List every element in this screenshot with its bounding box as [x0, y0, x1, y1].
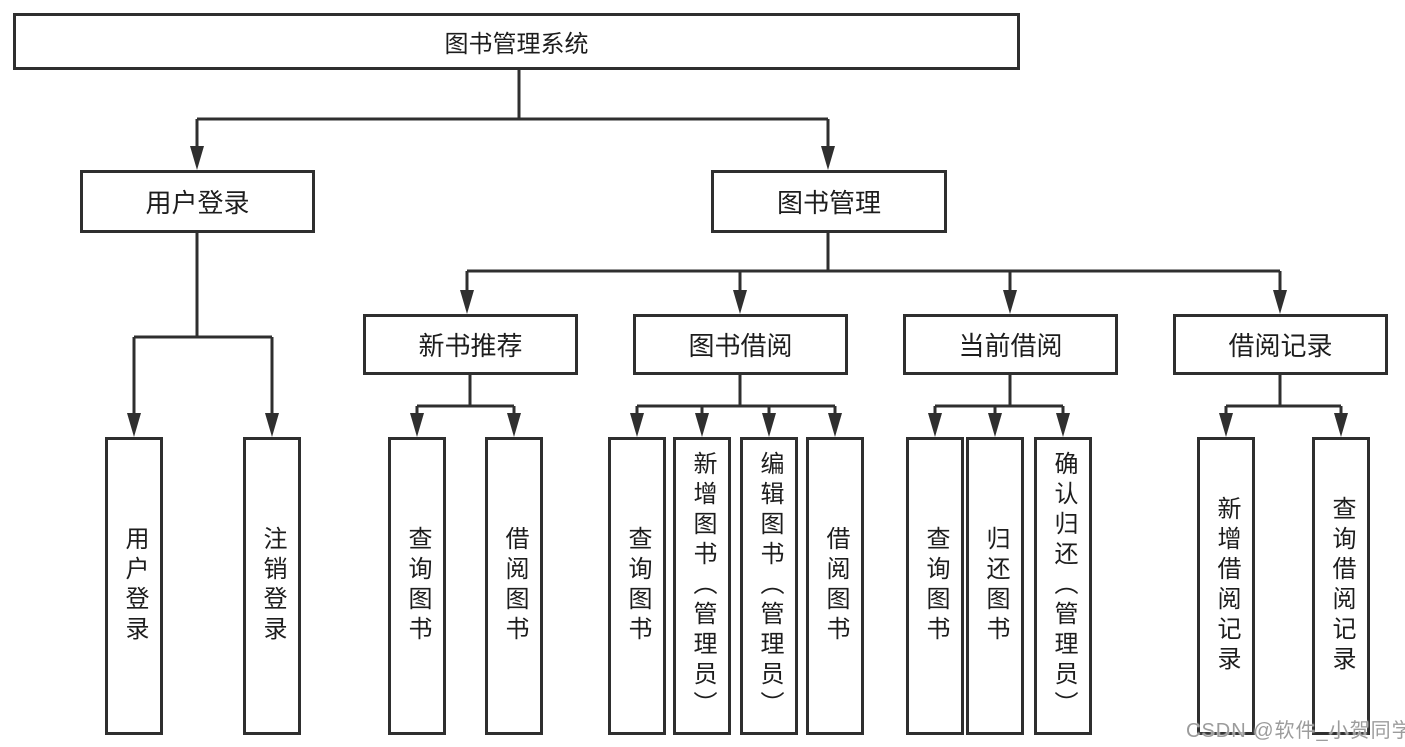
- leaf-query-books-recommend: 查询图书: [388, 437, 446, 735]
- leaf-borrow-books-recommend-label: 借阅图书: [501, 526, 528, 646]
- leaf-return-book: 归还图书: [966, 437, 1024, 735]
- node-book-management: 图书管理: [711, 170, 947, 233]
- node-root-system: 图书管理系统: [13, 13, 1020, 70]
- leaf-user-login-label: 用户登录: [121, 526, 148, 646]
- node-book-management-label: 图书管理: [776, 188, 881, 218]
- leaf-query-books-current: 查询图书: [906, 437, 964, 735]
- leaf-user-login: 用户登录: [105, 437, 163, 735]
- leaf-confirm-return-admin: 确认归还（管理员）: [1034, 437, 1092, 735]
- leaf-edit-book-admin-label: 编辑图书（管理员）: [756, 451, 783, 721]
- leaf-query-borrow-record: 查询借阅记录: [1312, 437, 1370, 735]
- node-borrow-records: 借阅记录: [1173, 314, 1388, 375]
- leaf-borrow-books: 借阅图书: [806, 437, 864, 735]
- leaf-logout-label: 注销登录: [259, 526, 286, 646]
- node-current-borrowing: 当前借阅: [903, 314, 1118, 375]
- leaf-add-borrow-record: 新增借阅记录: [1197, 437, 1255, 735]
- leaf-query-books-borrow-label: 查询图书: [624, 526, 651, 646]
- leaf-borrow-books-recommend: 借阅图书: [485, 437, 543, 735]
- node-root-system-label: 图书管理系统: [444, 31, 589, 58]
- watermark: CSDN @软件_小贺同学: [1186, 720, 1405, 742]
- leaf-query-books-current-label: 查询图书: [922, 526, 949, 646]
- leaf-logout: 注销登录: [243, 437, 301, 735]
- node-new-book-recommend-label: 新书推荐: [418, 331, 523, 361]
- leaf-add-borrow-record-label: 新增借阅记录: [1213, 496, 1240, 676]
- leaf-edit-book-admin: 编辑图书（管理员）: [740, 437, 798, 735]
- node-new-book-recommend: 新书推荐: [363, 314, 578, 375]
- leaf-add-book-admin: 新增图书（管理员）: [673, 437, 731, 735]
- node-book-borrowing: 图书借阅: [633, 314, 848, 375]
- node-user-login: 用户登录: [80, 170, 315, 233]
- leaf-query-books-borrow: 查询图书: [608, 437, 666, 735]
- leaf-query-borrow-record-label: 查询借阅记录: [1328, 496, 1355, 676]
- leaf-confirm-return-admin-label: 确认归还（管理员）: [1050, 451, 1077, 721]
- leaf-query-books-recommend-label: 查询图书: [404, 526, 431, 646]
- node-book-borrowing-label: 图书借阅: [688, 331, 793, 361]
- arrowheads: [127, 146, 1348, 437]
- node-user-login-label: 用户登录: [145, 188, 250, 218]
- node-borrow-records-label: 借阅记录: [1228, 331, 1333, 361]
- leaf-return-book-label: 归还图书: [982, 526, 1009, 646]
- leaf-borrow-books-label: 借阅图书: [822, 526, 849, 646]
- leaf-add-book-admin-label: 新增图书（管理员）: [689, 451, 716, 721]
- node-current-borrowing-label: 当前借阅: [958, 331, 1063, 361]
